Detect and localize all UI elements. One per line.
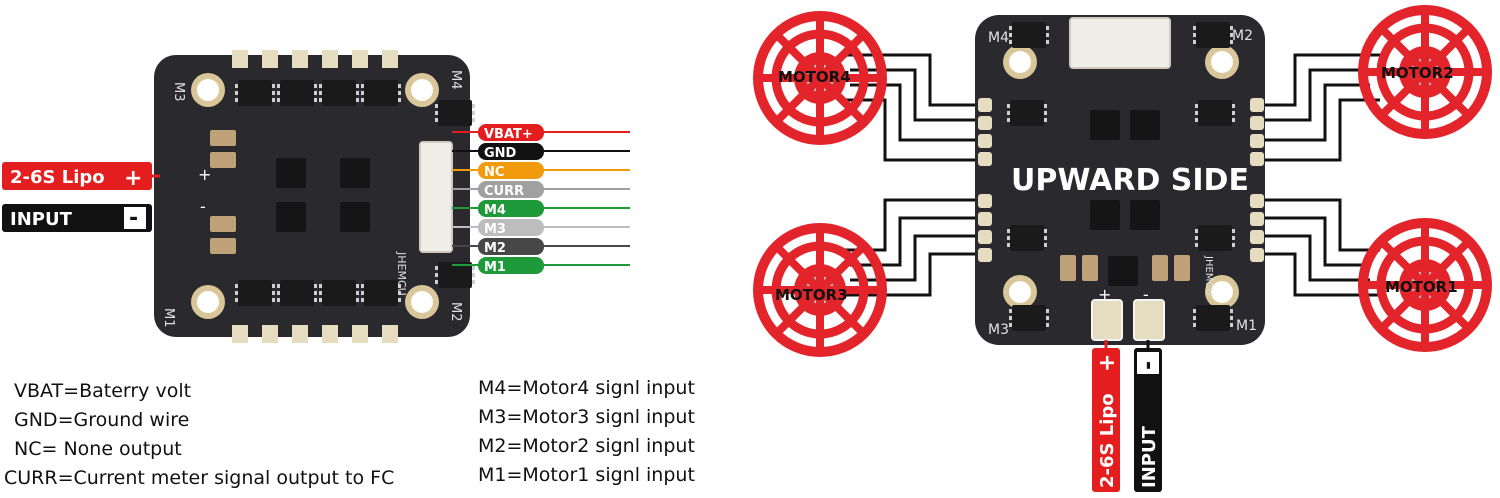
motor1: MOTOR1 — [1359, 219, 1491, 351]
svg-text:M4: M4 — [988, 30, 1009, 46]
legend-vbat: VBAT=Baterry volt — [14, 380, 192, 402]
svg-text:-: - — [1136, 361, 1161, 370]
legend-curr: CURR=Current meter signal output to FC — [4, 467, 395, 489]
legend-m2: M2=Motor2 signl input — [478, 435, 695, 457]
svg-text:M4: M4 — [448, 70, 463, 90]
right-esc-board: M4 M2 M3 M1 JHEMCU + - UPWARD SIDE — [975, 15, 1265, 345]
svg-text:M2: M2 — [1232, 28, 1253, 44]
svg-text:2-6S Lipo: 2-6S Lipo — [10, 167, 105, 188]
legend-m1: M1=Motor1 signl input — [478, 464, 695, 486]
svg-text:NC: NC — [484, 165, 504, 180]
svg-text:M1: M1 — [161, 308, 176, 328]
wire-m1: M1 — [452, 257, 630, 275]
svg-text:MOTOR2: MOTOR2 — [1381, 64, 1454, 82]
svg-text:GND: GND — [484, 146, 517, 161]
svg-text:-: - — [129, 206, 138, 231]
left-esc-board: M3 M4 M1 M2 JHEMCU + - — [154, 50, 475, 343]
svg-text:M2: M2 — [448, 302, 463, 322]
svg-text:M3: M3 — [171, 82, 186, 102]
svg-text:M1: M1 — [484, 260, 506, 275]
wire-curr: CURR — [452, 181, 630, 199]
svg-text:-: - — [1143, 285, 1149, 304]
left-signal-wires: VBAT+ GND NC CURR M4 M3 — [452, 124, 630, 275]
legend-gnd: GND=Ground wire — [14, 409, 190, 431]
svg-text:INPUT: INPUT — [1139, 425, 1160, 488]
motor2: MOTOR2 — [1359, 6, 1491, 138]
svg-text:MOTOR1: MOTOR1 — [1385, 278, 1458, 296]
right-jst-connector — [1069, 17, 1171, 69]
wire-vbat: VBAT+ — [452, 124, 630, 142]
legend-right: M4=Motor4 signl input M3=Motor3 signl in… — [478, 374, 695, 490]
wire-m3: M3 — [452, 219, 630, 237]
right-pcb — [975, 15, 1265, 345]
svg-text:JHEMCU: JHEMCU — [395, 251, 408, 296]
wire-m2: M2 — [452, 238, 630, 256]
svg-text:VBAT+: VBAT+ — [484, 127, 533, 142]
left-power-label-minus: INPUT - — [2, 204, 152, 232]
left-jst-connector — [419, 141, 453, 253]
svg-text:MOTOR3: MOTOR3 — [775, 286, 848, 304]
wire-gnd: GND — [452, 143, 630, 161]
left-mounting-holes — [191, 73, 439, 319]
legend-m4: M4=Motor4 signl input — [478, 377, 695, 399]
svg-text:JHEMCU: JHEMCU — [1203, 255, 1214, 296]
svg-text:+: + — [198, 165, 211, 184]
svg-text:INPUT: INPUT — [10, 209, 73, 230]
svg-text:2-6S Lipo: 2-6S Lipo — [1097, 393, 1118, 488]
svg-text:MOTOR4: MOTOR4 — [778, 68, 851, 86]
right-power-label-minus: INPUT - — [1134, 340, 1162, 492]
svg-text:+: + — [1095, 354, 1120, 372]
svg-text:M1: M1 — [1236, 318, 1257, 334]
left-power-label-plus: 2-6S Lipo + — [2, 162, 160, 191]
svg-text:M3: M3 — [484, 222, 506, 237]
legend-nc: NC= None output — [14, 438, 182, 460]
svg-text:M2: M2 — [484, 241, 506, 256]
motor4: MOTOR4 — [754, 12, 886, 144]
wire-nc: NC — [452, 162, 630, 180]
legend-left: VBAT=Baterry volt GND=Ground wire NC= No… — [4, 377, 394, 493]
right-power-label-plus: 2-6S Lipo + — [1092, 340, 1120, 492]
upward-side-title: UPWARD SIDE — [1011, 163, 1249, 198]
svg-text:M3: M3 — [988, 322, 1009, 338]
wire-m4: M4 — [452, 200, 630, 218]
svg-text:+: + — [124, 166, 142, 191]
motor3: MOTOR3 — [754, 224, 886, 356]
svg-text:+: + — [1098, 285, 1111, 304]
legend-m3: M3=Motor3 signl input — [478, 406, 695, 428]
svg-text:M4: M4 — [484, 203, 506, 218]
left-pcb — [154, 55, 470, 337]
svg-text:CURR: CURR — [484, 184, 524, 199]
svg-text:-: - — [200, 197, 206, 216]
